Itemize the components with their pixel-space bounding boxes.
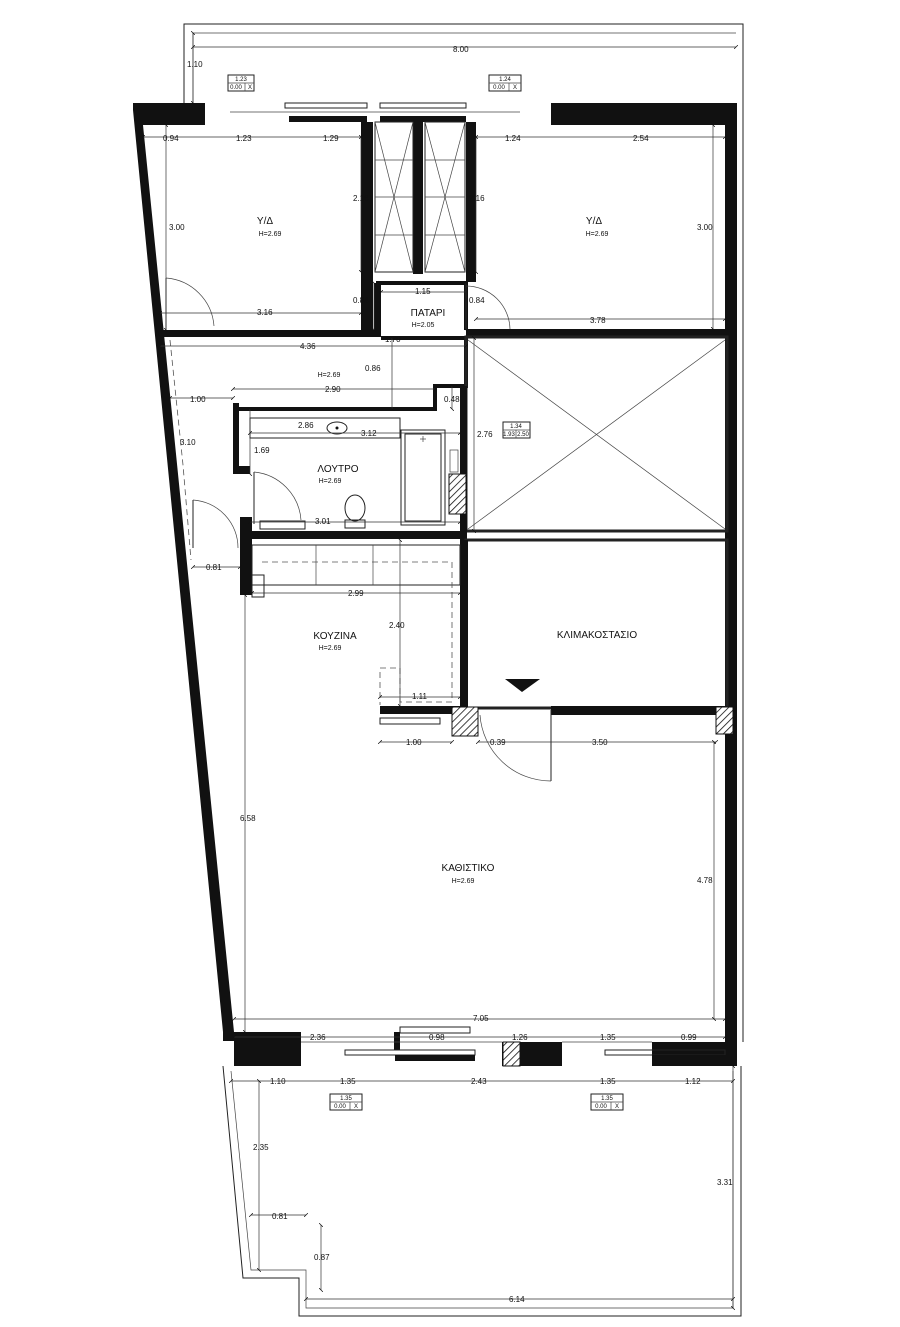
dim-cor-100: 1.00: [190, 395, 206, 404]
room-kitchen-name: ΚΟΥΖΙΝΑ: [313, 631, 357, 642]
dim-shaft-276: 2.76: [477, 430, 493, 439]
dim-bal-110: 1.10: [270, 1077, 286, 1086]
room-staircase-name: ΚΛΙΜΑΚΟΣΤΑΣΙΟ: [557, 630, 637, 641]
dim-kit-240: 2.40: [389, 621, 405, 630]
dimension-lines: [143, 33, 736, 1308]
dim-cor-170: 1.70: [385, 335, 401, 344]
dim-liv-478: 4.78: [697, 876, 713, 885]
dim-bal-614: 6.14: [509, 1295, 525, 1304]
room-bathroom-name: ΛΟΥΤΡΟ: [317, 464, 358, 475]
w3-sill: 1.93: [503, 432, 515, 438]
dim-liv-236: 2.36: [310, 1033, 326, 1042]
w1-width: 1.23: [235, 77, 247, 83]
window-tag-w3: 1.34 1.93 2.50: [502, 421, 531, 439]
w2-width: 1.24: [499, 77, 511, 83]
dim-bal-087: 0.87: [314, 1253, 330, 1262]
dim-br-378: 3.78: [590, 316, 606, 325]
dim-bal-235: 2.35: [253, 1143, 269, 1152]
columns: [448, 473, 734, 1067]
dim-top-left-offset: 1.10: [187, 60, 203, 69]
room-mezzanine-height: H=2.05: [412, 322, 435, 329]
dim-liv-705: 7.05: [473, 1014, 489, 1023]
w2-mark: X: [513, 85, 517, 91]
window-tag-w1: 1.23 0.00 X: [227, 74, 255, 92]
dim-kit-081: 0.81: [206, 563, 222, 572]
window-tag-w2: 1.24 0.00 X: [488, 74, 522, 92]
room-bathroom-height: H=2.69: [319, 478, 342, 485]
dim-cor-086: 0.86: [365, 364, 381, 373]
room-kitchen-height: H=2.69: [319, 645, 342, 652]
dim-bal-081: 0.81: [272, 1212, 288, 1221]
dim-liv-039: 0.39: [490, 738, 506, 747]
dim-wardrobe-r: 2.16: [469, 194, 485, 203]
dim-bl-h300: 3.00: [169, 223, 185, 232]
w5-mark: X: [615, 1104, 619, 1110]
dim-bath-301: 3.01: [315, 517, 331, 526]
room-living-height: H=2.69: [452, 878, 475, 885]
dim-kit-111: 1.11: [412, 692, 428, 701]
dim-bl-084: 0.84: [353, 296, 369, 305]
dim-kit-100: 1.00: [406, 738, 422, 747]
dim-kit-299: 2.99: [348, 589, 364, 598]
w1-mark: X: [248, 85, 252, 91]
dim-liv-098: 0.98: [429, 1033, 445, 1042]
window-tag-w4: 1.35 0.00 X: [329, 1093, 363, 1111]
dim-bl-094: 0.94: [163, 134, 179, 143]
dim-br-084: 0.84: [469, 296, 485, 305]
w5-sill: 0.00: [595, 1104, 607, 1110]
w4-mark: X: [354, 1104, 358, 1110]
dim-liv-658: 6.58: [240, 814, 256, 823]
w4-sill: 0.00: [334, 1104, 346, 1110]
dim-bl-129: 1.29: [323, 134, 339, 143]
dim-liv-135: 1.35: [600, 1033, 616, 1042]
w5-width: 1.35: [601, 1096, 613, 1102]
room-bedroom-right-name: Υ/Δ: [586, 216, 602, 227]
dim-bal-112: 1.12: [685, 1077, 701, 1086]
dim-liv-099: 0.99: [681, 1033, 697, 1042]
dim-bal-135a: 1.35: [340, 1077, 356, 1086]
dim-bath-169: 1.69: [254, 446, 270, 455]
dimension-texts: 8.00 1.10 0.94 1.23 1.29 1.24 2.54 3.00 …: [163, 45, 733, 1304]
dim-cor-436: 4.36: [300, 342, 316, 351]
dim-bal-243: 2.43: [471, 1077, 487, 1086]
dim-bl-123: 1.23: [236, 134, 252, 143]
dim-liv-126: 1.26: [512, 1033, 528, 1042]
dim-bal-135b: 1.35: [600, 1077, 616, 1086]
dim-br-124: 1.24: [505, 134, 521, 143]
dim-liv-350: 3.50: [592, 738, 608, 747]
stair-arrow-icon: [505, 679, 540, 692]
dim-bath-286: 2.86: [298, 421, 314, 430]
dim-bal-331: 3.31: [717, 1178, 733, 1187]
dim-wardrobe-l: 2.16: [353, 194, 369, 203]
dim-mez-115: 1.15: [415, 287, 431, 296]
room-living-name: ΚΑΘΙΣΤΙΚΟ: [442, 863, 495, 874]
room-bedroom-left-name: Υ/Δ: [257, 216, 273, 227]
room-labels: Υ/Δ H=2.69 Υ/Δ H=2.69 ΠΑΤΑΡΙ H=2.05 H=2.…: [257, 216, 637, 885]
room-mezzanine-name: ΠΑΤΑΡΙ: [411, 308, 446, 319]
dim-left-310: 3.10: [180, 438, 196, 447]
dim-br-h300: 3.00: [697, 223, 713, 232]
left-dashed: [169, 339, 192, 561]
wardrobes: [374, 121, 466, 273]
room-bedroom-right-height: H=2.69: [586, 231, 609, 238]
w3-width: 1.34: [510, 424, 522, 430]
dim-br-254: 2.54: [633, 134, 649, 143]
dim-cor-048: 0.48: [444, 395, 460, 404]
w1-sill: 0.00: [230, 85, 242, 91]
interior-walls: [157, 122, 736, 715]
w2-sill: 0.00: [493, 85, 505, 91]
w4-width: 1.35: [340, 1096, 352, 1102]
dim-bl-316: 3.16: [257, 308, 273, 317]
dim-cor-290: 2.90: [325, 385, 341, 394]
bottom-balcony: [222, 1065, 742, 1317]
bottom-windows: [301, 1026, 732, 1061]
room-bedroom-left-height: H=2.69: [259, 231, 282, 238]
top-windows: [230, 102, 520, 122]
window-tag-w5: 1.35 0.00 X: [590, 1093, 624, 1111]
dim-top-total: 8.00: [453, 45, 469, 54]
dim-bath-312: 3.12: [361, 429, 377, 438]
w3-top: 2.50: [517, 432, 529, 438]
corridor-height: H=2.69: [318, 372, 341, 379]
